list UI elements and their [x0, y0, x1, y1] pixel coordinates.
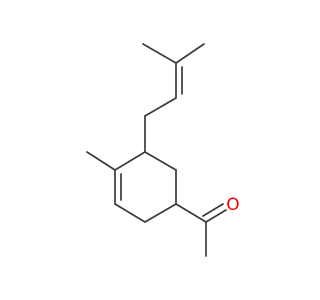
bond-carbonyl-double-a: [205, 209, 227, 223]
bond-carbonyl-double-b: [202, 203, 224, 217]
bond-ring-c5-to-c6: [144, 151, 177, 171]
bond-c-methyl-a-to-c-alkene: [142, 43, 177, 64]
bond-ring-to-carbonyl-c: [175, 203, 207, 223]
bond-ring-c4-to-c5: [114, 151, 146, 171]
bond-ring-methyl: [86, 151, 116, 171]
oxygen-atom-label: O: [226, 195, 239, 215]
bond-ring-c2-to-c3: [114, 203, 146, 223]
molecule-structure-diagram: O: [86, 43, 240, 257]
bond-ring-c1-to-c2: [144, 203, 177, 223]
bond-c-methyl-b-to-c-alkene: [175, 43, 205, 64]
bond-alkene-to-ch2: [144, 97, 177, 117]
